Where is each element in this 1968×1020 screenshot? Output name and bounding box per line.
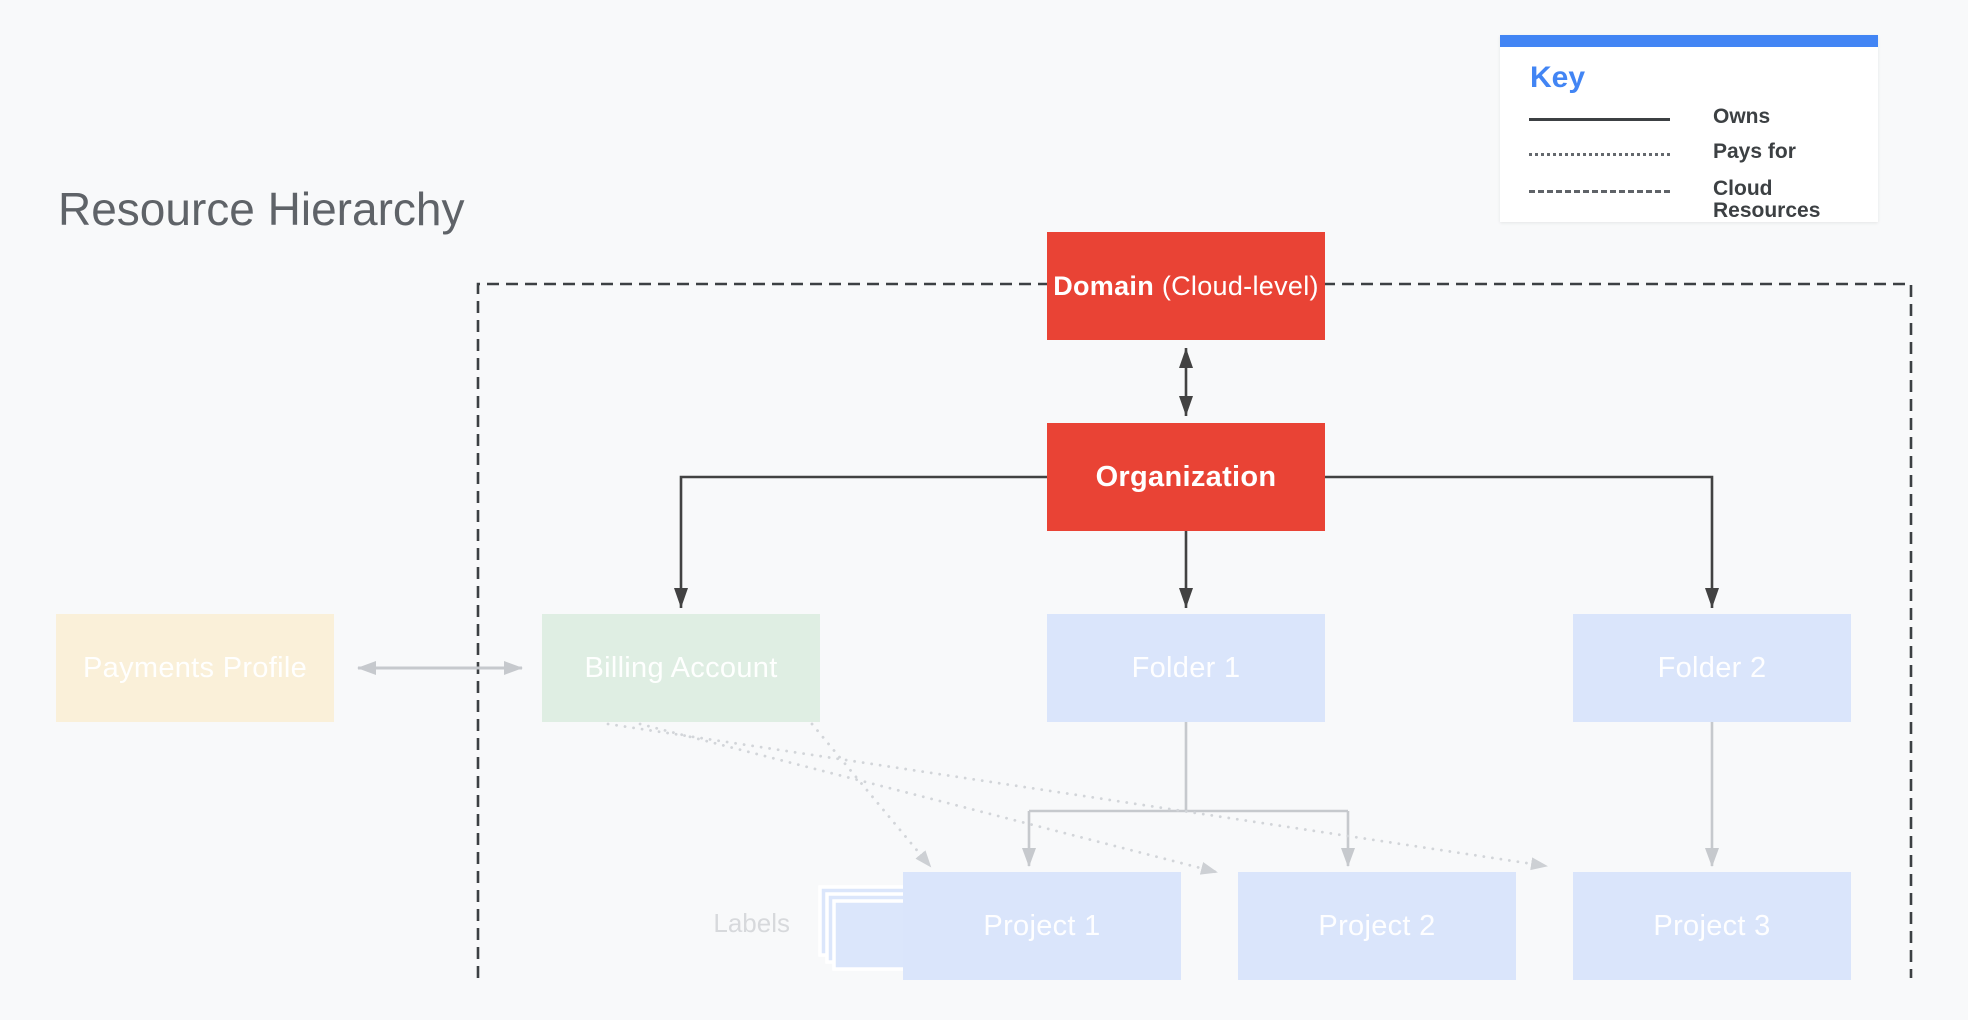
legend-label-owns: Owns [1713, 105, 1771, 128]
node-domain-label-bold: Domain [1053, 270, 1155, 301]
node-folder-2: Folder 2 [1573, 614, 1851, 722]
node-project-1-label: Project 1 [983, 909, 1101, 942]
pays-for-arrow-billing-project1 [810, 722, 932, 868]
node-project-2: Project 2 [1238, 872, 1516, 980]
legend-accent-bar [1500, 35, 1878, 47]
labels-annotation: Labels [713, 908, 790, 938]
legend-dotted-line-sample [1529, 153, 1670, 156]
owns-connector-folder1-projects [1022, 722, 1355, 867]
node-organization-label: Organization [1095, 460, 1277, 493]
node-folder-1: Folder 1 [1047, 614, 1325, 722]
node-project-3: Project 3 [1573, 872, 1851, 980]
legend-label-pays-for: Pays for [1713, 140, 1796, 163]
node-project-1: Project 1 [903, 872, 1181, 980]
legend-panel: Key Owns Pays for Cloud Resources [1500, 35, 1878, 222]
node-domain: Domain (Cloud-level) [1047, 232, 1325, 340]
node-payments-profile-label: Payments Profile [83, 651, 307, 684]
legend-heading: Key [1530, 61, 1586, 94]
node-domain-label-rest: (Cloud-level) [1154, 270, 1319, 301]
node-folder-1-label: Folder 1 [1131, 651, 1241, 684]
node-billing-account-label: Billing Account [584, 651, 778, 684]
node-project-3-label: Project 3 [1653, 909, 1771, 942]
legend-label-cloud-resources: Cloud Resources [1713, 177, 1821, 222]
node-organization: Organization [1047, 423, 1325, 531]
node-payments-profile: Payments Profile [56, 614, 334, 722]
legend-dashed-line-sample [1529, 190, 1670, 193]
owns-arrow-organization-billing [674, 475, 1047, 608]
node-project-2-label: Project 2 [1318, 909, 1436, 942]
owns-arrow-organization-folder2 [1325, 475, 1719, 608]
pays-for-arrow-billing-project3 [606, 722, 1548, 871]
page-title: Resource Hierarchy [58, 183, 465, 235]
node-folder-2-label: Folder 2 [1657, 651, 1767, 684]
pays-for-arrows [606, 722, 1548, 875]
node-billing-account: Billing Account [542, 614, 820, 722]
legend-solid-line-sample [1529, 118, 1670, 121]
pays-for-arrow-billing-project2 [638, 722, 1218, 875]
